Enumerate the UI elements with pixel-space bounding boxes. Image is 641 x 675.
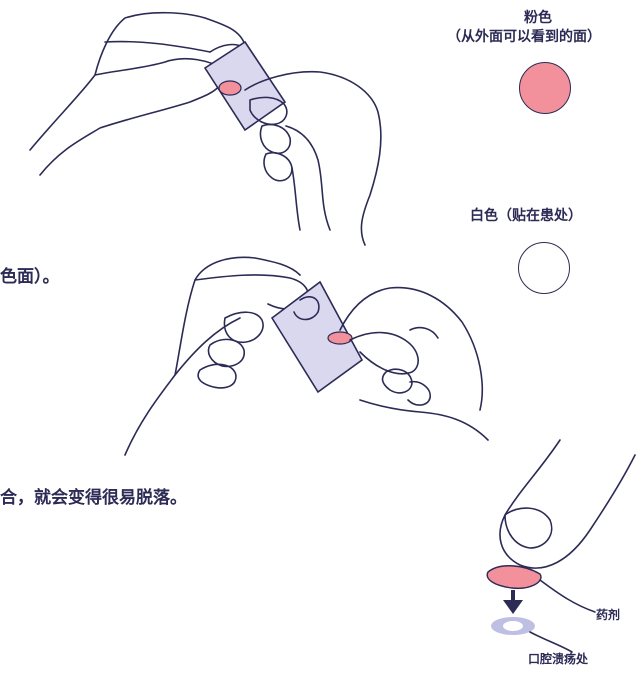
ulcer-label: 口腔溃疡处	[528, 652, 589, 666]
white-circle-swatch	[518, 242, 570, 294]
medicine-label: 药剂	[596, 608, 621, 622]
white-side-title: 白色（贴在患处）	[470, 208, 582, 224]
pink-side-title: 粉色	[524, 10, 552, 26]
instruction-text-1: 色面）。	[0, 267, 60, 287]
instruction-text-2: 合，就会变得很易脱落。	[0, 488, 187, 508]
pink-side-subtitle: （从外面可以看到的面）	[447, 29, 601, 45]
pink-circle-swatch	[519, 62, 571, 114]
